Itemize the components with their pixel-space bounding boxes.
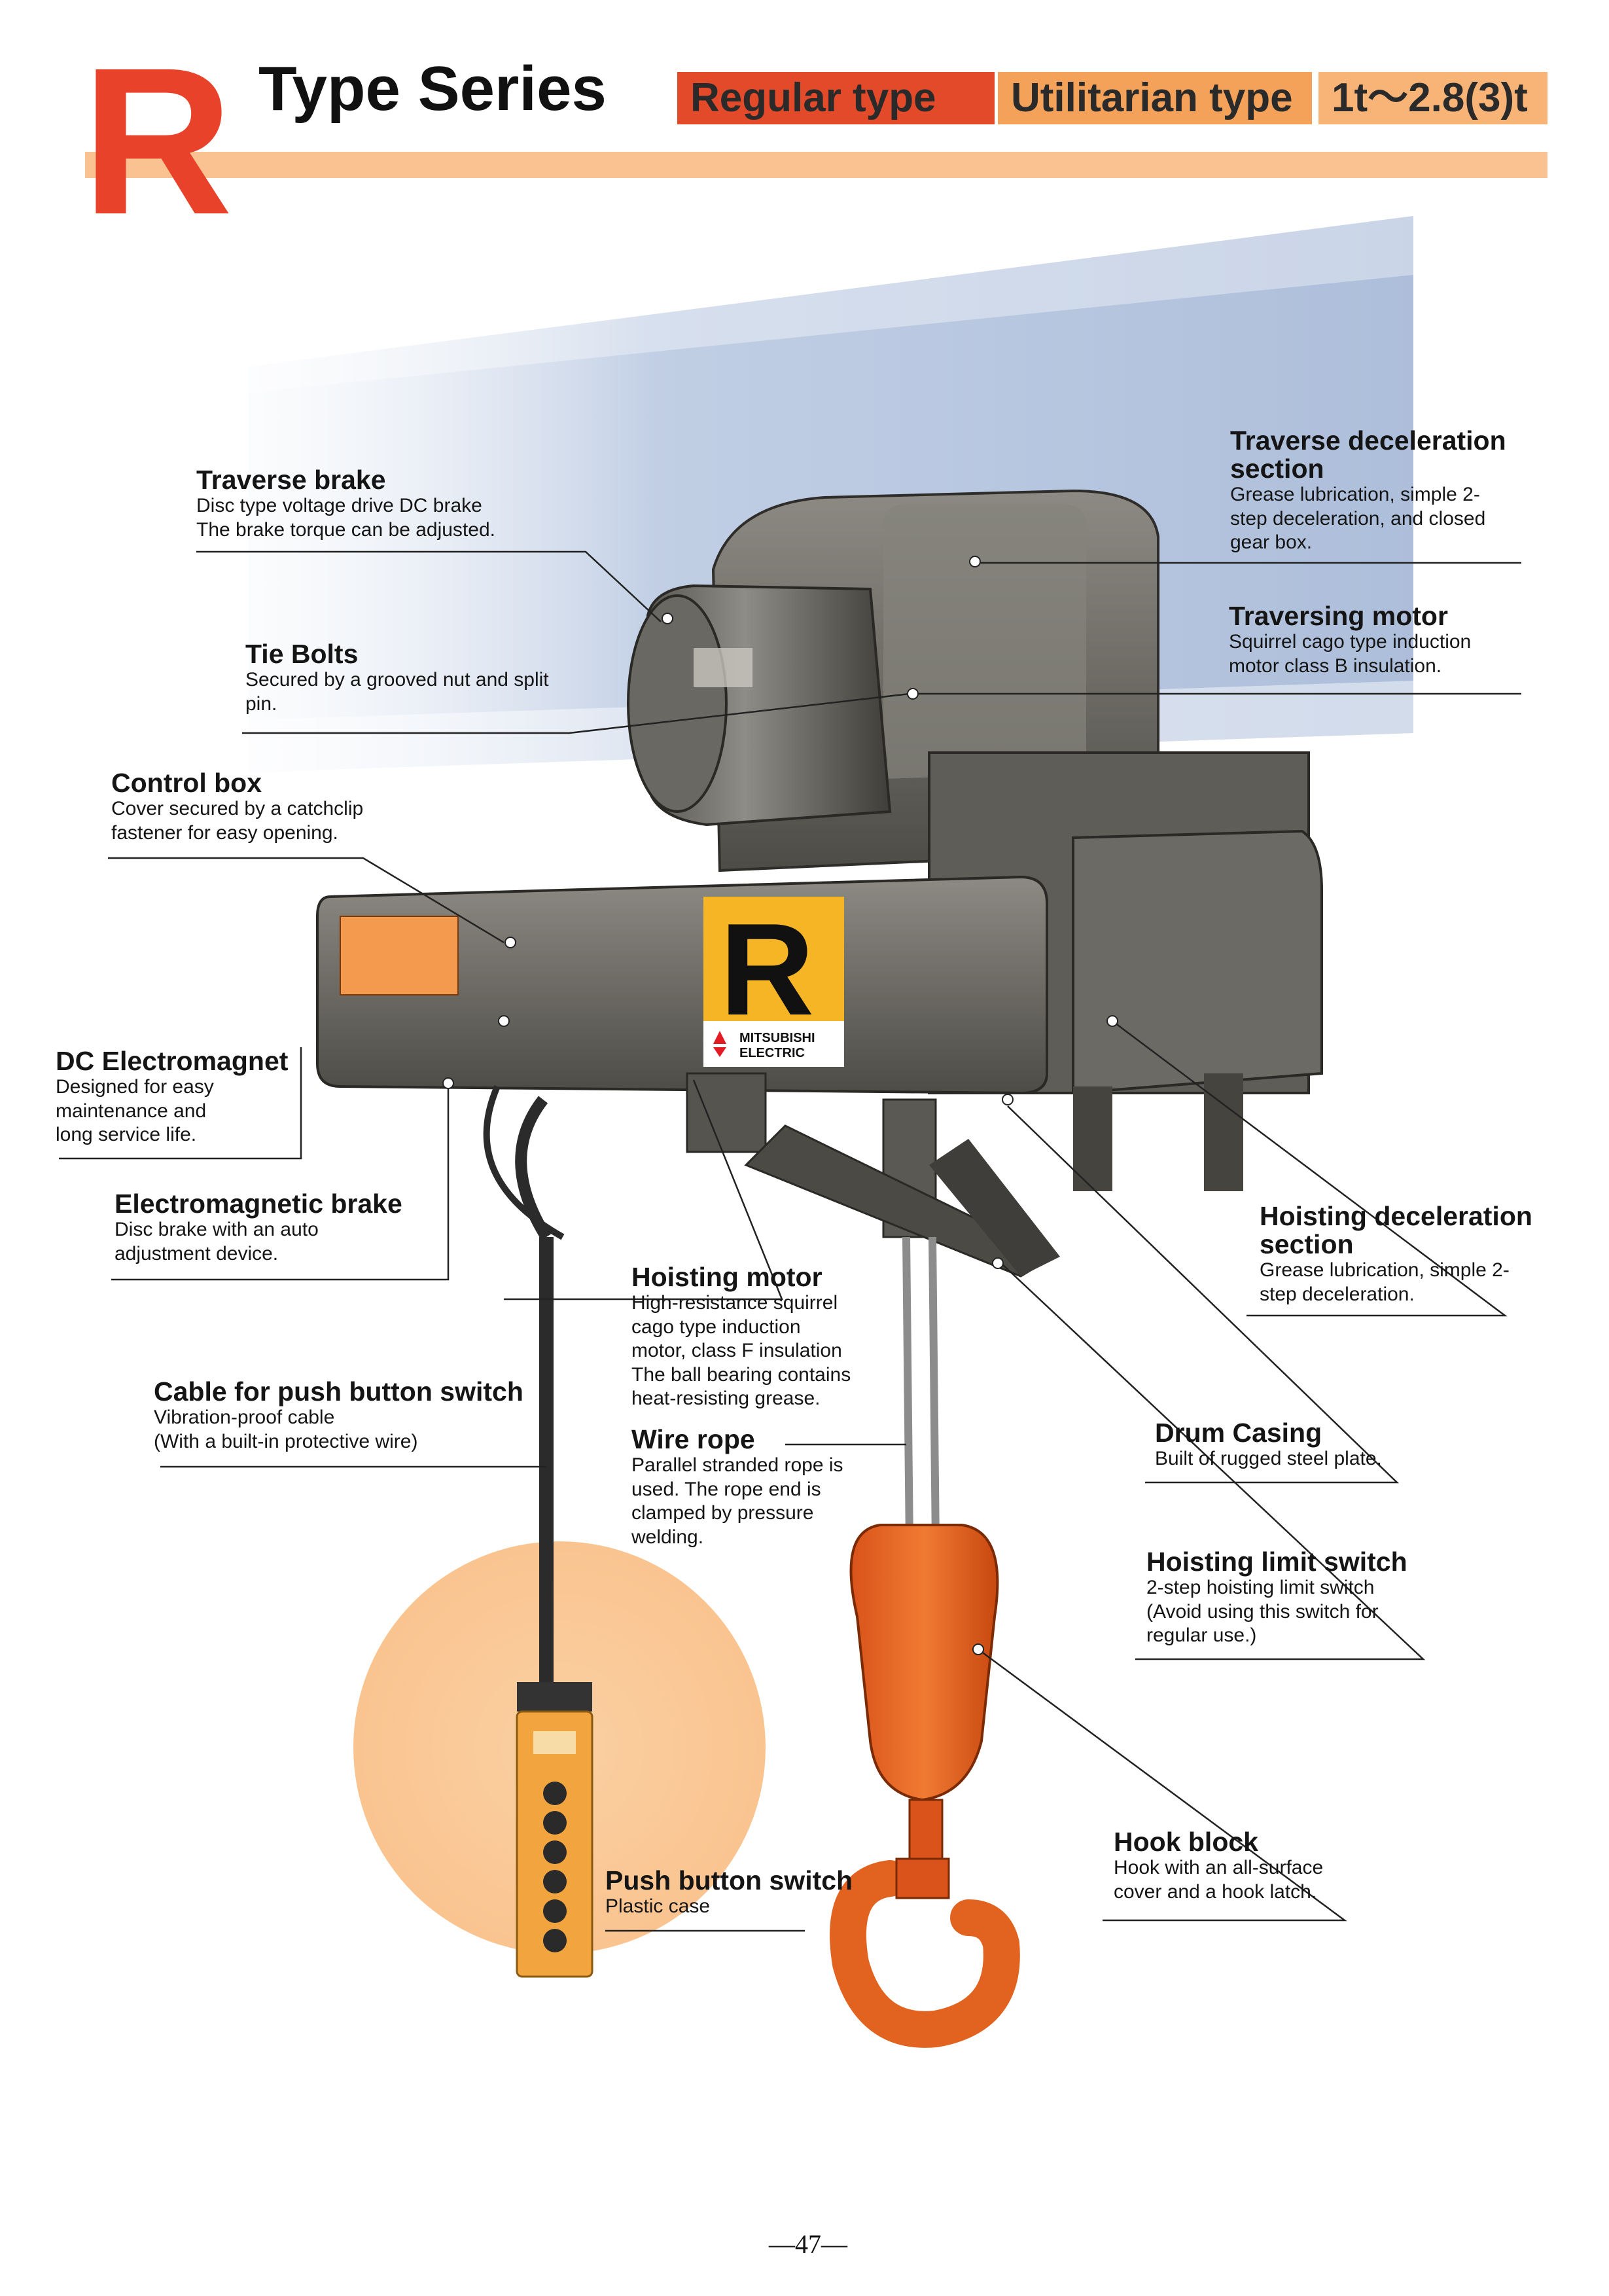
- push-button-pendant: [516, 1682, 593, 1978]
- hook-block: [830, 1524, 1020, 2048]
- callout-wire-rope: Wire rope Parallel stranded rope is used…: [631, 1424, 843, 1548]
- control-box-body: R MITSUBISHI ELECTRIC: [316, 875, 1048, 1095]
- nameplate-brand-2: ELECTRIC: [739, 1046, 805, 1060]
- callout-hoisting-limit-switch: Hoisting limit switch 2-step hoisting li…: [1146, 1547, 1407, 1647]
- callout-drum-casing: Drum Casing Built of rugged steel plate.: [1155, 1418, 1382, 1470]
- callout-hoisting-motor: Hoisting motor High-resistance squirrel …: [631, 1262, 851, 1410]
- tag-capacity: 1t～2.8(3)t: [1318, 72, 1547, 124]
- callout-hoisting-deceleration: Hoisting deceleration section Grease lub…: [1260, 1201, 1532, 1305]
- nameplate-letter: R: [720, 897, 814, 1043]
- callout-leader-lines: [59, 550, 1521, 1932]
- wire-rope: [902, 1236, 940, 1545]
- nameplate-brand-1: MITSUBISHI: [739, 1031, 815, 1045]
- callout-dots: [442, 556, 1118, 1655]
- page-number: —47—: [769, 2229, 847, 2259]
- header-band: [85, 152, 1547, 178]
- callout-tie-bolts: Tie Bolts Secured by a grooved nut and s…: [245, 639, 549, 715]
- callout-traversing-motor: Traversing motor Squirrel cago type indu…: [1229, 601, 1472, 677]
- series-letter: R: [82, 24, 233, 258]
- page-title: Type Series: [258, 54, 607, 124]
- tag-utilitarian-type: Utilitarian type: [998, 72, 1312, 124]
- callout-dc-electromagnet: DC Electromagnet Designed for easy maint…: [56, 1046, 289, 1146]
- callout-hook-block: Hook block Hook with an all-surface cove…: [1114, 1827, 1324, 1903]
- tag-regular-type: Regular type: [677, 72, 995, 124]
- callout-cable-push-button: Cable for push button switch Vibration-p…: [154, 1376, 523, 1452]
- callout-traverse-deceleration: Traverse deceleration section Grease lub…: [1230, 425, 1506, 554]
- callout-push-button-switch: Push button switch Plastic case: [605, 1865, 853, 1918]
- callout-electromagnetic-brake: Electromagnetic brake Disc brake with an…: [115, 1189, 402, 1265]
- callout-control-box: Control box Cover secured by a catchclip…: [111, 768, 364, 844]
- traverse-motor: [627, 584, 892, 827]
- callout-traverse-brake: Traverse brake Disc type voltage drive D…: [196, 465, 495, 541]
